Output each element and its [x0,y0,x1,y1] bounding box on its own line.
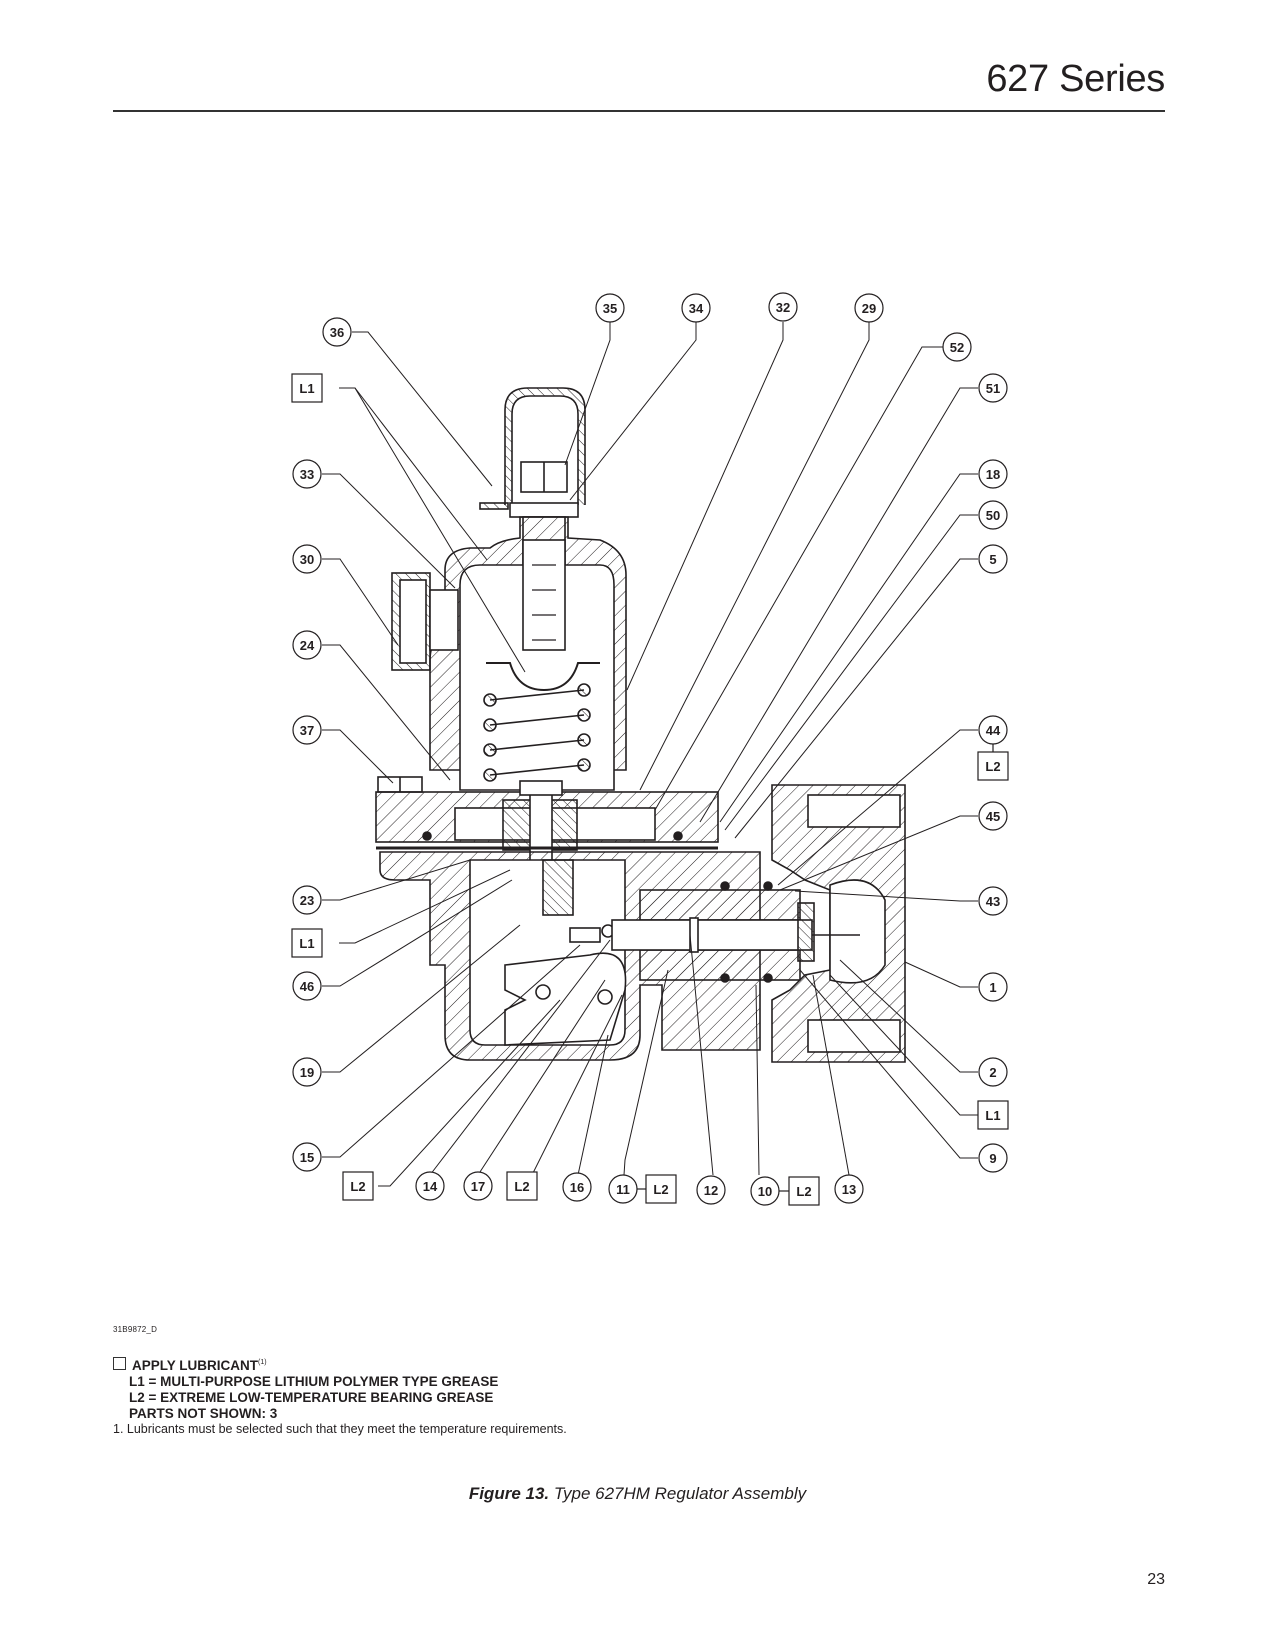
svg-text:5: 5 [989,552,996,567]
callout-52: 52 [942,332,972,362]
svg-text:L2: L2 [514,1179,529,1194]
svg-text:L2: L2 [985,759,1000,774]
callout-2: 2 [978,1057,1008,1087]
callout-18: 18 [978,459,1008,489]
footnote-ref: (1) [258,1359,267,1366]
svg-text:34: 34 [689,301,704,316]
callout-43: 43 [978,886,1008,916]
callout-13: 13 [834,1174,864,1204]
callout-46: 46 [292,971,322,1001]
lubricant-box-icon [113,1357,126,1370]
lubricant-legend: APPLY LUBRICANT(1) L1 = MULTI-PURPOSE LI… [113,1355,498,1422]
svg-text:L1: L1 [299,381,314,396]
lubricant-tag-l2: L2 [788,1176,820,1206]
svg-text:1: 1 [989,980,996,995]
svg-text:19: 19 [300,1065,314,1080]
svg-text:35: 35 [603,301,617,316]
callout-1: 1 [978,972,1008,1002]
callout-24: 24 [292,630,322,660]
svg-text:33: 33 [300,467,314,482]
svg-text:30: 30 [300,552,314,567]
page-number: 23 [1147,1571,1165,1588]
callout-32: 32 [768,292,798,322]
callout-19: 19 [292,1057,322,1087]
svg-text:24: 24 [300,638,315,653]
svg-text:L1: L1 [985,1108,1000,1123]
callout-36: 36 [322,317,352,347]
svg-text:12: 12 [704,1183,718,1198]
svg-text:11: 11 [616,1182,630,1197]
svg-text:L2: L2 [350,1179,365,1194]
callout-9: 9 [978,1143,1008,1173]
legend-line-parts: PARTS NOT SHOWN: 3 [129,1406,278,1421]
legend-line-l1: L1 = MULTI-PURPOSE LITHIUM POLYMER TYPE … [129,1374,499,1389]
callouts: 35 34 32 29 36 L1 33 30 24 37 23 L1 46 1… [291,292,1009,1206]
svg-text:2: 2 [989,1065,996,1080]
svg-text:29: 29 [862,301,876,316]
svg-text:37: 37 [300,723,314,738]
header-rule [113,110,1165,112]
svg-text:16: 16 [570,1180,584,1195]
svg-text:18: 18 [986,467,1000,482]
callout-29: 29 [854,293,884,323]
figure-number: Figure 13. [468,1484,550,1503]
svg-text:32: 32 [776,300,790,315]
lubricant-tag-l1: L1 [977,1100,1009,1130]
callout-33: 33 [292,459,322,489]
lubricant-tag-l1: L1 [291,373,323,403]
figure-caption: Figure 13. Type 627HM Regulator Assembly [0,1484,1275,1504]
leader-lines [322,322,978,1187]
callout-51: 51 [978,373,1008,403]
callout-37: 37 [292,715,322,745]
svg-text:36: 36 [330,325,344,340]
callout-23: 23 [292,885,322,915]
svg-text:45: 45 [986,809,1000,824]
svg-text:44: 44 [986,723,1001,738]
regulator-body-drawing [375,387,906,1063]
lubricant-tag-l2: L2 [977,751,1009,781]
svg-text:15: 15 [300,1150,314,1165]
callout-15: 15 [292,1142,322,1172]
svg-text:46: 46 [300,979,314,994]
callout-16: 16 [562,1172,592,1202]
callout-12: 12 [696,1175,726,1205]
svg-text:13: 13 [842,1182,856,1197]
lubricant-tag-l2: L2 [342,1171,374,1201]
callout-45: 45 [978,801,1008,831]
legend-title: APPLY LUBRICANT(1) [132,1358,267,1373]
callout-11: 11 [608,1174,638,1204]
drawing-code: 31B9872_D [113,1325,158,1334]
svg-text:51: 51 [986,381,1000,396]
svg-text:L1: L1 [299,936,314,951]
callout-34: 34 [681,293,711,323]
callout-10: 10 [750,1176,780,1206]
svg-text:23: 23 [300,893,314,908]
svg-text:10: 10 [758,1184,772,1199]
svg-text:9: 9 [989,1151,996,1166]
svg-text:14: 14 [423,1179,438,1194]
lubricant-tag-l1: L1 [291,928,323,958]
footnote: 1. Lubricants must be selected such that… [113,1422,567,1436]
callout-44: 44 [978,715,1008,745]
svg-text:43: 43 [986,894,1000,909]
svg-text:L2: L2 [796,1184,811,1199]
callout-50: 50 [978,500,1008,530]
svg-text:52: 52 [950,340,964,355]
svg-text:50: 50 [986,508,1000,523]
legend-line-l2: L2 = EXTREME LOW-TEMPERATURE BEARING GRE… [129,1390,494,1405]
callout-17: 17 [463,1171,493,1201]
figure-title: Type 627HM Regulator Assembly [553,1484,807,1503]
callout-5: 5 [978,544,1008,574]
lubricant-tag-l2: L2 [645,1174,677,1204]
callout-35: 35 [595,293,625,323]
svg-text:L2: L2 [653,1182,668,1197]
lubricant-tag-l2: L2 [506,1171,538,1201]
svg-text:17: 17 [471,1179,485,1194]
callout-14: 14 [415,1171,445,1201]
callout-30: 30 [292,544,322,574]
page-header-title: 627 Series [986,58,1165,100]
